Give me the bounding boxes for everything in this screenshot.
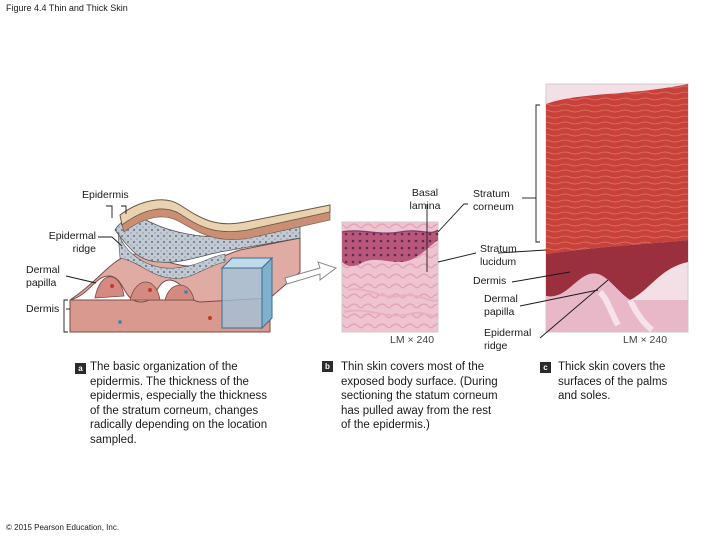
label-epidermal-ridge: Epidermal ridge: [48, 230, 96, 255]
caption-b: Thin skin covers most of the exposed bod…: [341, 361, 498, 431]
caption-a: The basic organization of the epidermis.…: [90, 361, 268, 446]
label-dermal-papilla: Dermal papilla: [26, 264, 60, 289]
label-epidermal-ridge-mid: Epidermal ridge: [484, 327, 532, 352]
label-stratum-lucidum: Stratum lucidum: [480, 243, 517, 268]
thin-skin-micrograph: [341, 221, 439, 333]
leader-lines-c: [497, 104, 609, 339]
caption-c: Thick skin covers the surfaces of the pa…: [558, 361, 668, 402]
label-dermis-mid: Dermis: [473, 275, 507, 287]
label-stratum-corneum: Stratum corneum: [473, 188, 514, 213]
thick-skin-micrograph: [545, 83, 689, 333]
leader-lines-a: [65, 205, 127, 310]
magnification-thick: LM × 240: [623, 334, 668, 346]
magnification-thin: LM × 240: [390, 334, 435, 346]
copyright: © 2015 Pearson Education, Inc.: [6, 523, 120, 532]
leader-lines-b: [426, 203, 477, 272]
panel-badge-a: a: [75, 363, 86, 374]
panel-badge-b: b: [322, 361, 333, 372]
label-basal-lamina: Basal lamina: [409, 187, 441, 212]
figure-title: Figure 4.4 Thin and Thick Skin: [6, 3, 128, 13]
label-dermal-papilla-mid: Dermal papilla: [484, 293, 518, 318]
label-epidermis: Epidermis: [82, 189, 129, 201]
skin-block-diagram: [69, 199, 338, 333]
label-dermis-left: Dermis: [26, 303, 60, 315]
panel-badge-c: c: [540, 362, 551, 373]
